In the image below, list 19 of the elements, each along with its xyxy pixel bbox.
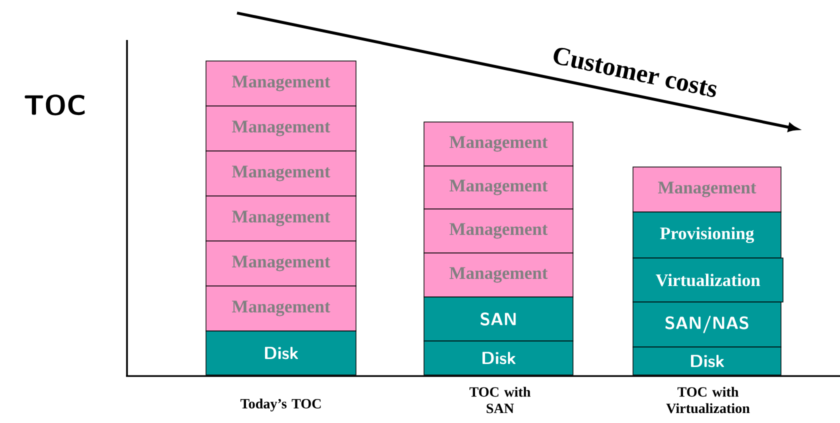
cost-block: Management [424, 166, 574, 210]
cost-block: Virtualization [632, 258, 784, 302]
column-label: TOC with Virtualization [666, 386, 750, 414]
cost-block: Management [424, 252, 574, 298]
axis-label: TOC [24, 94, 85, 116]
cost-block: SAN/NAS [632, 302, 782, 348]
cost-block: Disk [632, 346, 782, 376]
cost-block: Provisioning [632, 212, 782, 258]
cost-block: Disk [424, 340, 574, 376]
cost-block: Management [206, 150, 356, 196]
cost-block: Disk [206, 330, 356, 376]
cost-block: Management [206, 196, 356, 242]
cost-block: Management [206, 240, 356, 286]
cost-block: SAN [424, 296, 574, 342]
cost-block: Management [424, 208, 574, 254]
cost-block: Management [424, 122, 574, 166]
cost-block: Management [206, 286, 356, 332]
column-label: Today’s TOC [240, 398, 321, 412]
cost-block: Management [632, 166, 782, 212]
